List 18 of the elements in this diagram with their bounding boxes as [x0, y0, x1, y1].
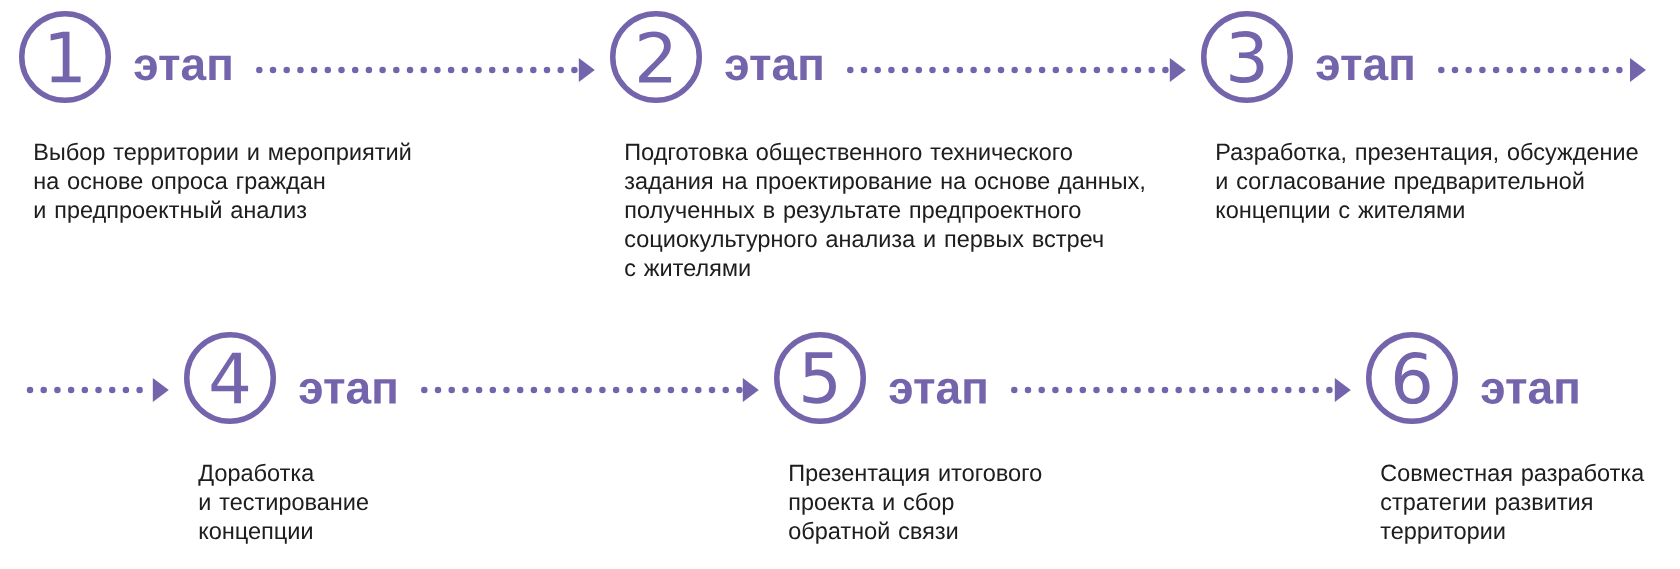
dotted-arrow — [847, 58, 1186, 82]
dotted-arrow — [1438, 58, 1646, 82]
stage-description: Подготовка общественного технического задания на проектирование на основе данных, полученных в результате предпроектного социокультурного анализа и первых встреч с жителями — [624, 142, 1144, 277]
dotted-arrow — [26, 378, 169, 402]
stage-label: этап — [889, 378, 986, 404]
stage-label: этап — [134, 55, 231, 81]
stage-label: этап — [299, 378, 396, 404]
stage-description: Презентация итогового проекта и сбор обратной связи — [789, 464, 1042, 544]
stage-description: Доработка и тестирование концепции — [198, 463, 368, 544]
stage-label: этап — [1481, 378, 1578, 404]
dotted-arrow — [421, 378, 759, 402]
stage-label: этап — [1316, 55, 1413, 81]
stage-description: Разработка, презентация, обсуждение и согласование предварительной концепции с жителями — [1216, 142, 1638, 223]
stage-description: Совместная разработка стратегии развития территории — [1380, 463, 1645, 544]
stage-label: этап — [725, 55, 822, 81]
dotted-arrow — [256, 58, 595, 82]
stage-description: Выбор территории и мероприятий на основе опроса граждан и предпроектный анализ — [34, 142, 411, 223]
dotted-arrow — [1011, 378, 1351, 402]
